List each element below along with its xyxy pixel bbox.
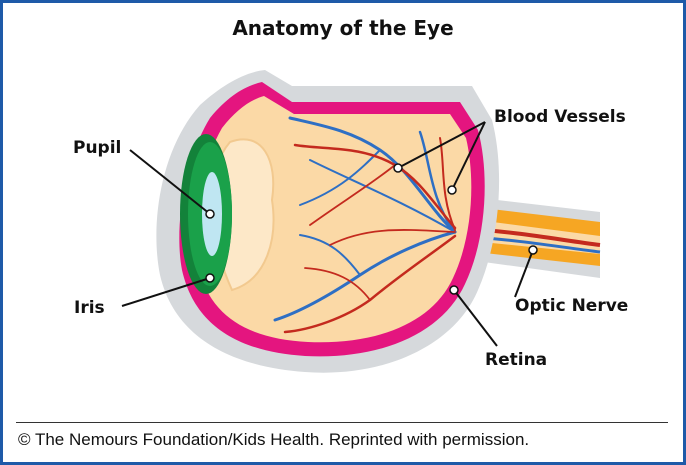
credit-text: © The Nemours Foundation/Kids Health. Re… [18, 430, 529, 450]
credit-divider [16, 422, 668, 423]
label-pupil: Pupil [73, 138, 121, 158]
label-blood-vessels: Blood Vessels [494, 107, 626, 127]
label-retina: Retina [485, 350, 547, 370]
label-optic-nerve: Optic Nerve [515, 296, 628, 316]
label-iris: Iris [74, 298, 105, 318]
